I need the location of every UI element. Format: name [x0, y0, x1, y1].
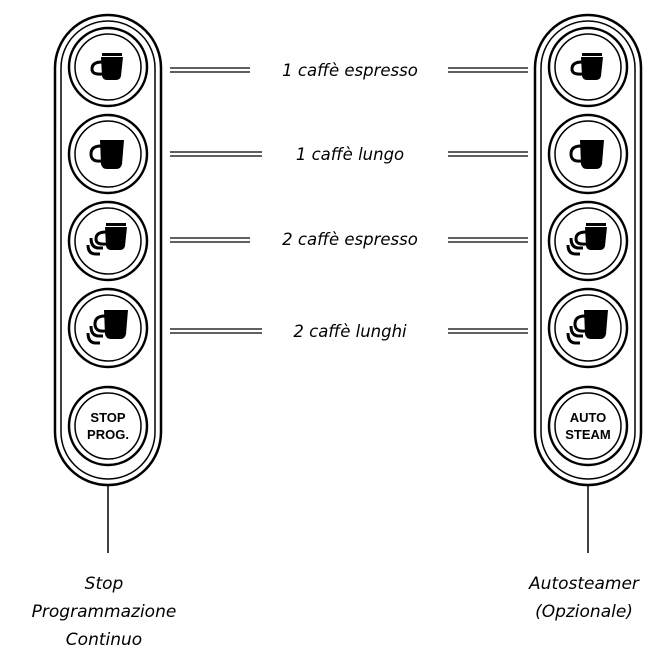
double-large-cup-icon [566, 308, 610, 345]
stop-prog-label-line2: PROG. [87, 427, 129, 442]
row-3-connector [170, 237, 528, 243]
double-small-cup-icon [566, 221, 609, 256]
right-callout-line1: Autosteamer [528, 574, 640, 594]
right-button-1-lungo[interactable] [547, 113, 629, 195]
right-callout-line2: (Opzionale) [535, 602, 633, 622]
auto-steam-label-line1: AUTO [570, 410, 607, 425]
right-button-1-espresso[interactable] [547, 26, 629, 108]
stop-prog-button[interactable]: STOP PROG. [67, 385, 149, 467]
row-label-2: 1 caffè lungo [296, 145, 404, 164]
stop-prog-label-line1: STOP [90, 410, 125, 425]
double-large-cup-icon [86, 308, 130, 345]
left-button-panel: STOP PROG. [53, 13, 163, 553]
left-callout-text: Stop Programmazione Continuo [32, 574, 177, 650]
row-label-4: 2 caffè lunghi [293, 322, 407, 341]
left-callout-line2: Programmazione [32, 602, 177, 622]
row-label-1: 1 caffè espresso [282, 61, 418, 80]
left-button-1-espresso[interactable] [67, 26, 149, 108]
left-callout-line1: Stop [85, 574, 124, 594]
right-callout-text: Autosteamer (Opzionale) [528, 574, 640, 622]
right-button-2-espresso[interactable] [547, 200, 629, 282]
right-button-2-lunghi[interactable] [547, 287, 629, 369]
row-label-3: 2 caffè espresso [282, 230, 418, 249]
row-2-connector [170, 151, 528, 157]
left-button-2-espresso[interactable] [67, 200, 149, 282]
row-1-connector [170, 67, 528, 73]
row-4-connector [170, 328, 528, 334]
auto-steam-button[interactable]: AUTO STEAM [547, 385, 629, 467]
left-callout-line3: Continuo [66, 630, 142, 650]
left-button-1-lungo[interactable] [67, 113, 149, 195]
double-small-cup-icon [86, 221, 129, 256]
left-button-2-lunghi[interactable] [67, 287, 149, 369]
right-button-panel: AUTO STEAM [533, 13, 643, 553]
auto-steam-label-line2: STEAM [565, 427, 611, 442]
